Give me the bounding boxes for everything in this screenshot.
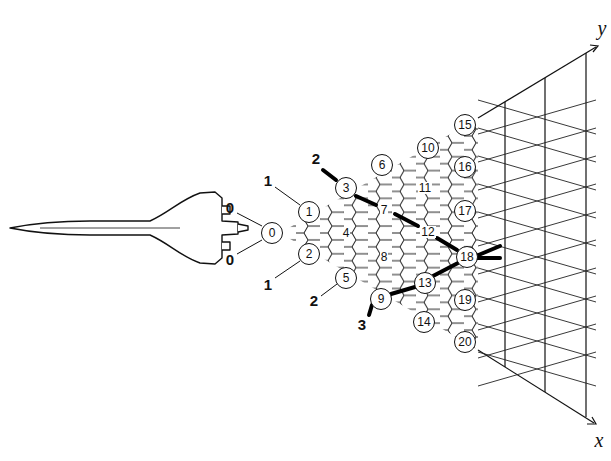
point-circle: 5 — [335, 267, 357, 289]
point-circle: 16 — [454, 156, 476, 178]
callout-number: 2 — [312, 151, 320, 166]
triangle-grid — [478, 100, 596, 386]
point-circle: 19 — [454, 289, 476, 311]
callout-number: 0 — [226, 200, 234, 215]
grid-line — [478, 324, 596, 358]
grid-line — [478, 296, 596, 330]
point-number: 18 — [460, 251, 473, 263]
grid-line — [478, 128, 596, 162]
point-circle: 14 — [413, 311, 435, 333]
point-number: 6 — [379, 159, 386, 171]
point-number: 2 — [306, 248, 313, 260]
axis-label: y — [598, 18, 607, 38]
point-number: 3 — [343, 182, 350, 194]
point-circle: 17 — [454, 200, 476, 222]
grid-line — [478, 352, 596, 386]
callout-number: 1 — [264, 277, 272, 292]
axes — [478, 45, 598, 424]
point-number: 4 — [342, 227, 351, 239]
point-number: 0 — [269, 227, 276, 239]
point-circle: 10 — [417, 137, 439, 159]
point-circle: 6 — [371, 154, 393, 176]
characteristic-line — [323, 170, 500, 315]
point-number: 11 — [418, 182, 432, 194]
callout-number: 1 — [264, 173, 272, 188]
leader-lines — [237, 187, 337, 296]
grid-line — [478, 184, 596, 218]
grid-line — [478, 296, 596, 330]
grid-line — [478, 184, 596, 218]
point-circle: 9 — [370, 288, 392, 310]
grid-line — [478, 100, 596, 134]
grid-line — [478, 156, 596, 190]
grid-line — [478, 212, 596, 246]
point-number: 1 — [306, 206, 313, 218]
point-number: 7 — [380, 204, 389, 216]
point-circle: 1 — [298, 201, 320, 223]
point-number: 17 — [458, 205, 471, 217]
point-circle: 18 — [456, 246, 478, 268]
grid-line — [478, 128, 596, 162]
grid-line — [478, 268, 596, 302]
callout-number: 2 — [310, 293, 318, 308]
point-circle: 0 — [261, 222, 283, 244]
point-number: 20 — [458, 336, 471, 348]
point-number: 19 — [458, 294, 471, 306]
aircraft — [10, 192, 248, 264]
point-number: 16 — [458, 161, 471, 173]
point-circle: 13 — [414, 272, 436, 294]
point-number: 14 — [417, 316, 430, 328]
point-number: 13 — [418, 277, 431, 289]
point-circle: 3 — [335, 177, 357, 199]
grid-line — [478, 100, 596, 134]
point-number: 12 — [420, 226, 435, 238]
grid-line — [478, 212, 596, 246]
point-circle: 2 — [298, 243, 320, 265]
grid-line — [478, 156, 596, 190]
callout-number: 0 — [226, 252, 234, 267]
point-number: 10 — [421, 142, 434, 154]
point-circle: 15 — [454, 114, 476, 136]
point-circle: 20 — [454, 331, 476, 353]
grid-line — [478, 268, 596, 302]
axis-label: x — [595, 430, 604, 450]
grid-line — [478, 324, 596, 358]
point-number: 5 — [343, 272, 350, 284]
grid-line — [478, 352, 596, 386]
callout-number: 3 — [358, 317, 366, 332]
point-number: 8 — [380, 251, 389, 263]
point-number: 9 — [378, 293, 385, 305]
point-number: 15 — [458, 119, 471, 131]
hex-mesh — [270, 100, 485, 360]
